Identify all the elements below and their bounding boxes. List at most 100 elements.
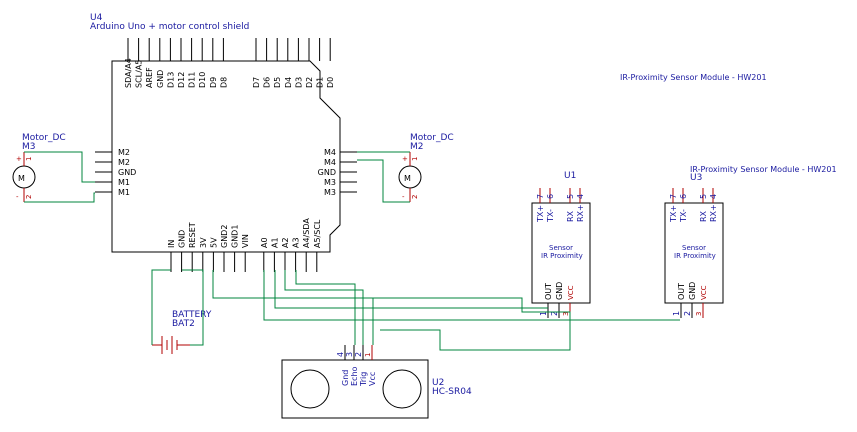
wire-m3-pin1 — [24, 151, 95, 183]
uno-right-pin-label: GND — [318, 168, 336, 177]
sensor-top-pin-num: 7 — [536, 194, 545, 199]
sensor-top-pin-label: RX+ — [576, 204, 585, 222]
sensor-top-pin-label: TX- — [546, 209, 555, 223]
sensor-top-pin-num: 5 — [699, 194, 708, 199]
sensor-top-pin-label: TX+ — [669, 205, 678, 223]
uno-top-pin-label: D10 — [198, 72, 207, 88]
sensor-top-pin-label: RX+ — [709, 204, 718, 222]
uno-left-pin-label: M2 — [118, 158, 130, 167]
u3-ref: U3 — [690, 173, 702, 183]
u2-pin-num: 4 — [336, 352, 345, 357]
uno-left-pin-label: M2 — [118, 148, 130, 157]
sensor-bottom-pin-num: 3 — [695, 312, 703, 316]
sensor-top-pin-num: 5 — [566, 194, 575, 199]
wire-a3-echo — [295, 270, 356, 345]
uno-right-pin-label: M3 — [324, 188, 336, 197]
uno-right-pin-label: M4 — [324, 148, 336, 157]
sensor-bottom-pin-num: 3 — [562, 312, 570, 316]
wire-u1-gnd — [380, 311, 571, 351]
ir-sensor-u3: IR-Proximity Sensor Module - HW201 U3 Se… — [664, 165, 837, 318]
uno-top-pin-label: D6 — [263, 77, 272, 88]
sensor-top-pin-num: 4 — [576, 194, 585, 199]
uno-bottom-pin-label: 3V — [199, 237, 208, 248]
wire-m2-pin2 — [357, 159, 410, 203]
uno-top-pin-label: GND — [156, 70, 165, 88]
motor2-pin2: 2 — [411, 195, 419, 199]
u4-ref: U4 — [90, 13, 103, 23]
u3-body — [664, 202, 724, 304]
u3-center-1: Sensor — [682, 244, 706, 252]
sensor-bottom-pin-label: GND — [688, 282, 697, 300]
uno-left-pin-label: GND — [118, 168, 136, 177]
uno-bottom-pin-label: VIN — [241, 234, 250, 248]
sensor-bottom-pin-label: VCC — [567, 285, 575, 300]
wire-m3-pin2 — [24, 192, 95, 203]
u2-transducer-left — [290, 369, 330, 409]
motor2-pin1: 1 — [411, 157, 419, 161]
uno-top-pin-label: D3 — [294, 77, 303, 88]
sensor-bottom-pin-num: 1 — [539, 311, 548, 316]
wire-a1-to-u1 — [274, 270, 548, 309]
motor2-symbol: M — [404, 174, 411, 183]
arduino-uno-shield: U4 Arduino Uno + motor control shield SD… — [90, 13, 357, 272]
uno-top-pin-label: D2 — [305, 77, 314, 88]
sensor-top-pin-num: 6 — [546, 194, 555, 199]
wire-a2-trig — [284, 270, 364, 345]
u3-value: IR-Proximity Sensor Module - HW201 — [690, 165, 837, 174]
wire-a0-to-u3 — [263, 270, 680, 321]
uno-bottom-pin-label: A0 — [260, 237, 269, 248]
uno-top-pin-label: D8 — [219, 77, 228, 88]
u1-center-2: IR Proximity — [541, 252, 583, 260]
sensor-top-pin-label: TX+ — [536, 205, 545, 223]
u2-pin-num: 3 — [345, 352, 354, 357]
uno-bottom-pin-label: A1 — [270, 237, 279, 248]
u2-pin-label: Vcc — [368, 372, 377, 386]
uno-top-pin-label: D5 — [273, 77, 282, 88]
uno-left-pin-label: M1 — [118, 188, 130, 197]
uno-top-pin-label: D11 — [188, 72, 197, 88]
motor3-minus: - — [16, 193, 19, 201]
ir-header-label: IR-Proximity Sensor Module - HW201 — [620, 73, 767, 82]
u2-transducer-right — [382, 369, 422, 409]
uno-top-pin-label: SCL/A5 — [135, 60, 144, 88]
uno-bottom-pin-label: A3 — [292, 237, 301, 248]
wire-battery-gnd — [182, 269, 204, 346]
u1-top-pins: 7TX+ 6TX- 5RX 4RX+ — [536, 188, 585, 223]
u1-body — [531, 202, 591, 304]
u2-ref: U2 — [432, 378, 444, 388]
uno-top-pin-label: D1 — [316, 77, 325, 88]
uno-left-pin-label: M1 — [118, 178, 130, 187]
sensor-bottom-pin-num: 1 — [672, 311, 681, 316]
wire-5v-bus — [212, 270, 374, 345]
motor2-plus: + — [402, 155, 408, 163]
motor3-pin2: 2 — [25, 195, 33, 199]
uno-bottom-pin-label: GND1 — [231, 225, 240, 248]
motor2-value: Motor_DC — [410, 133, 454, 143]
battery-value: BATTERY — [172, 310, 212, 320]
uno-top-pin-label: D13 — [166, 72, 175, 88]
uno-right-pin-label: M3 — [324, 178, 336, 187]
uno-bottom-pin-label: 5V — [209, 237, 218, 248]
wires — [24, 151, 680, 351]
sensor-top-pin-label: TX- — [679, 209, 688, 223]
uno-right-pin-label: M4 — [324, 158, 336, 167]
motor3-symbol: M — [18, 174, 25, 183]
uno-bottom-pin-label: RESET — [188, 222, 197, 248]
uno-top-pin-label: AREF — [145, 67, 154, 88]
battery-bat2: BATTERY BAT2 — [152, 310, 212, 354]
wire-5v-to-u1 — [373, 297, 570, 313]
motor3-value: Motor_DC — [22, 133, 66, 143]
sensor-bottom-pin-label: OUT — [677, 283, 686, 300]
sensor-top-pin-label: RX — [566, 210, 575, 222]
u2-body — [281, 359, 429, 419]
uno-bottom-pin-label: A2 — [281, 237, 290, 248]
uno-bottom-pin-label: IN — [167, 240, 176, 248]
